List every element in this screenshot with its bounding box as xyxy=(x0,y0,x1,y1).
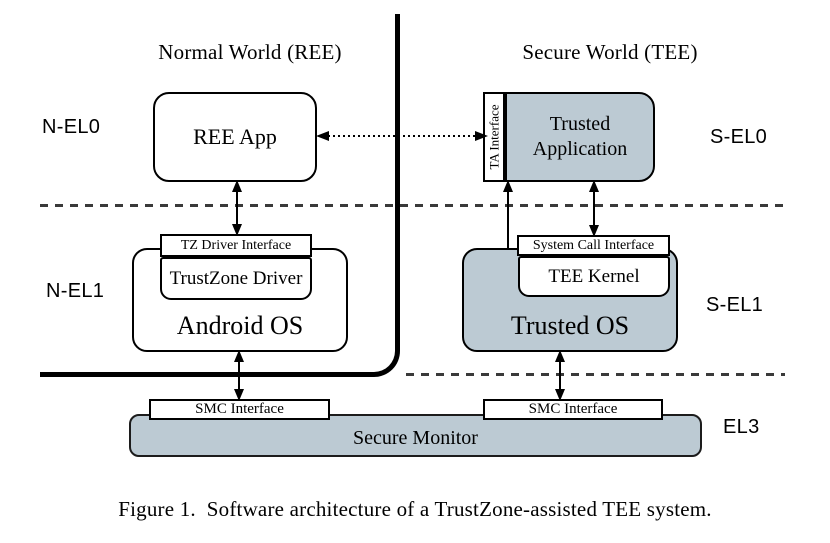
level-label-el3: EL3 xyxy=(723,416,760,438)
level-label-s-el0: S-EL0 xyxy=(710,126,768,148)
figure-caption: Figure 1. Software architecture of a Tru… xyxy=(118,497,712,521)
el1-el3-dashed-separator xyxy=(406,373,785,376)
dotted-double-arrow-icon xyxy=(316,131,488,141)
tee-kernel-label: TEE Kernel xyxy=(548,265,640,287)
smc-interface-left-box: SMC Interface xyxy=(149,399,330,420)
system-call-interface-box: System Call Interface xyxy=(517,235,670,256)
double-arrow-icon xyxy=(232,180,242,236)
level-label-s-el1: S-EL1 xyxy=(706,294,764,316)
tz-driver-interface-box: TZ Driver Interface xyxy=(160,234,312,257)
ree-app-box: REE App xyxy=(153,92,317,182)
normal-world-title: Normal World (REE) xyxy=(158,40,342,64)
android-os-label: Android OS xyxy=(176,311,304,340)
secure-monitor-box: Secure Monitor xyxy=(129,414,702,457)
secure-monitor-label: Secure Monitor xyxy=(353,427,478,449)
world-boundary-line xyxy=(40,14,400,377)
smc-interface-right-label: SMC Interface xyxy=(528,401,618,417)
double-arrow-icon xyxy=(234,350,244,401)
trusted-application-label: Trusted Application xyxy=(532,113,628,160)
up-arrow-icon xyxy=(503,180,513,250)
trustzone-driver-label: TrustZone Driver xyxy=(169,267,303,289)
tee-kernel-box: TEE Kernel xyxy=(518,256,670,297)
level-label-n-el0: N-EL0 xyxy=(42,116,101,138)
trustzone-driver-box: TrustZone Driver xyxy=(160,257,312,300)
smc-interface-right-box: SMC Interface xyxy=(483,399,663,420)
system-call-interface-label: System Call Interface xyxy=(532,237,655,253)
tz-driver-interface-label: TZ Driver Interface xyxy=(180,237,292,253)
el0-el1-dashed-separator xyxy=(40,204,785,207)
trusted-os-label: Trusted OS xyxy=(510,311,630,340)
ree-app-label: REE App xyxy=(193,124,277,149)
secure-world-title: Secure World (TEE) xyxy=(522,40,698,64)
double-arrow-icon xyxy=(555,350,565,401)
double-arrow-icon xyxy=(589,180,599,237)
ta-interface-label: TA Interface xyxy=(486,104,501,170)
smc-interface-left-label: SMC Interface xyxy=(195,401,284,417)
level-label-n-el1: N-EL1 xyxy=(46,280,105,302)
trusted-application-box: Trusted Application xyxy=(505,92,655,182)
